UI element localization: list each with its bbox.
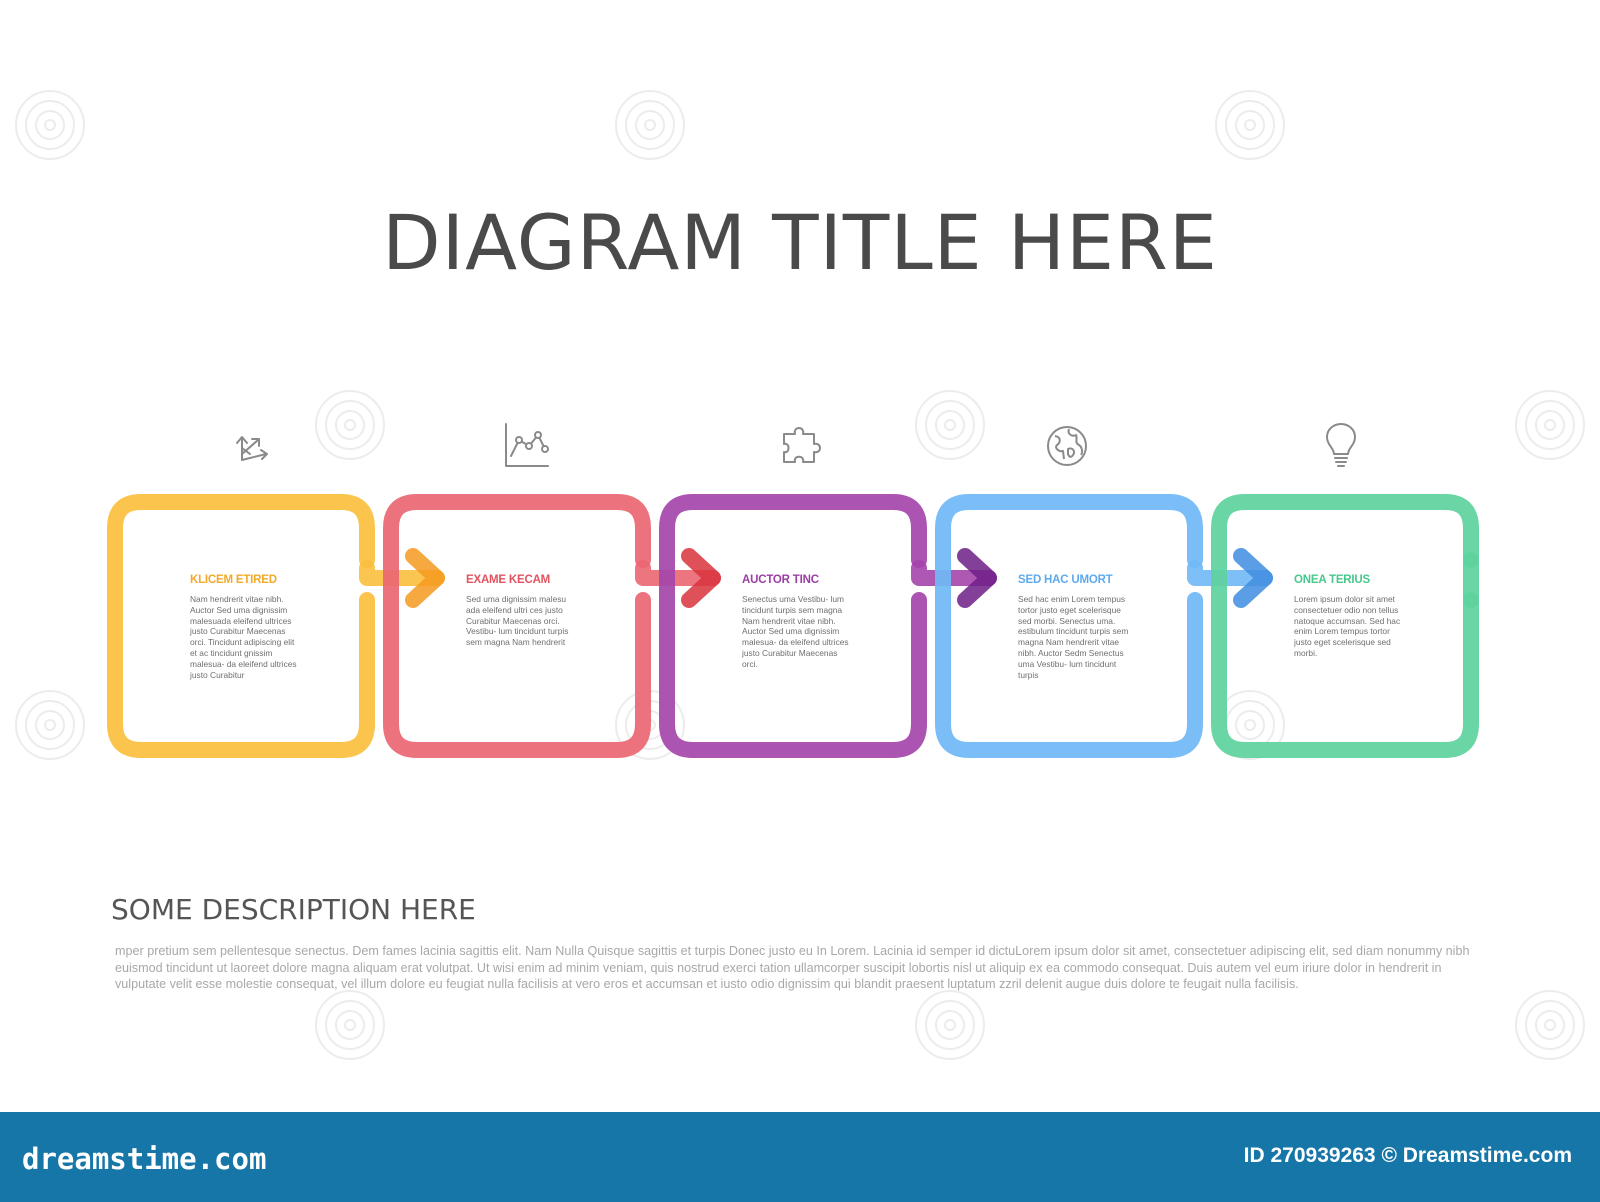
watermark-brand: dreamstime.com: [22, 1142, 267, 1176]
step-3-arrow-head: [957, 548, 997, 608]
line-chart-icon: [500, 420, 552, 472]
step-4-box: [935, 494, 1203, 758]
growth-arrows-icon: [228, 420, 280, 472]
step-3-body: Senectus uma Vestibu- lum tincidunt turp…: [742, 594, 849, 669]
step-1-arrow-head: [405, 548, 445, 608]
process-flow: [107, 494, 1479, 758]
step-2-arrow-head: [681, 548, 721, 608]
step-1-title: KLICEM ETIRED: [190, 574, 277, 586]
puzzle-piece-icon: [776, 420, 828, 472]
step-5-box: [1211, 494, 1479, 758]
step-1-body: Nam hendrerit vitae nibh. Auctor Sed uma…: [190, 594, 297, 680]
step-4-arrow-head: [1233, 548, 1273, 608]
step-2-body: Sed uma dignissim malesu ada eleifend ul…: [466, 594, 569, 648]
step-5-text: ONEA TERIUS Lorem ipsum dolor sit amet c…: [1294, 574, 1406, 659]
diagram-title: DIAGRAM TITLE HERE: [382, 198, 1218, 287]
step-3-text: AUCTOR TINC Senectus uma Vestibu- lum ti…: [742, 574, 854, 670]
step-2-box: [383, 494, 651, 758]
step-1-box: [107, 494, 375, 758]
light-bulb-icon: [1315, 420, 1367, 472]
step-2-title: EXAME KECAM: [466, 574, 551, 586]
step-3-title: AUCTOR TINC: [742, 574, 819, 586]
step-3-box: [659, 494, 927, 758]
step-4-connector: [1187, 560, 1273, 586]
step-1-text: KLICEM ETIRED Nam hendrerit vitae nibh. …: [190, 574, 302, 680]
step-5-title: ONEA TERIUS: [1294, 574, 1370, 586]
watermark-bar: dreamstime.com ID 270939263 © Dreamstime…: [0, 1112, 1600, 1202]
description-title: SOME DESCRIPTION HERE: [111, 893, 476, 926]
step-4-title: SED HAC UMORT: [1018, 574, 1113, 586]
step-4-body: Sed hac enim Lorem tempus tortor justo e…: [1018, 594, 1129, 680]
step-2-connector: [635, 560, 721, 586]
step-4-text: SED HAC UMORT Sed hac enim Lorem tempus …: [1018, 574, 1130, 680]
description-text: mper pretium sem pellentesque senectus. …: [115, 944, 1470, 992]
step-1-connector: [359, 560, 445, 586]
step-3-connector: [911, 560, 997, 586]
step-2-text: EXAME KECAM Sed uma dignissim malesu ada…: [466, 574, 578, 648]
watermark-id: ID 270939263 © Dreamstime.com: [1243, 1144, 1572, 1167]
step-5-body: Lorem ipsum dolor sit amet consectetuer …: [1294, 594, 1401, 658]
globe-icon: [1041, 420, 1093, 472]
